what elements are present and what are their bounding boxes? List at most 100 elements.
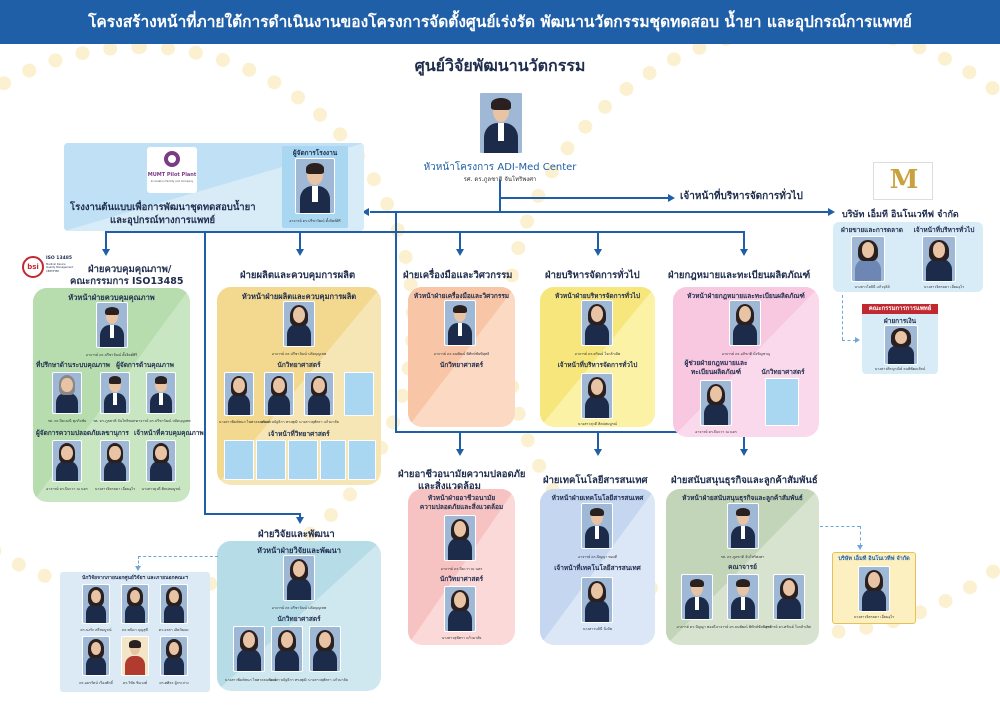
business-faculty-photo-2 (727, 574, 759, 620)
business-company-photo (858, 566, 890, 612)
production-officer-label: เจ้าหน้าที่วิทยาศาสตร์ (268, 430, 330, 438)
connector (204, 513, 300, 515)
business-faculty-name-1: อาจารย์ ดร.ปัญญา ทองดี (676, 625, 716, 629)
dotted-connector (138, 556, 218, 557)
dotted-arrow (855, 337, 860, 343)
safety-scientist-photo (444, 586, 476, 632)
rnd-external-name-1: ดร.นงรัก ศรีสมบูรณ์ (80, 628, 112, 632)
company-logo: M (873, 162, 933, 200)
qa-role-secretary: เลขานุการ (99, 429, 129, 437)
production-officer-slot-3 (288, 440, 318, 480)
it-head-photo (581, 503, 613, 549)
company-role-sales: ฝ่ายขายและการตลาด (841, 226, 903, 234)
business-faculty-label: คณาจารย์ (728, 563, 757, 571)
safety-heading-2: และสิ่งแวดล้อม (418, 481, 481, 492)
rnd-external-photo-6 (160, 636, 188, 676)
business-faculty-name-2: อาจารย์ ดร.ธนพัฒน์ พิทักษ์ชัยพิสุทธิ (716, 625, 772, 629)
production-officer-slot-2 (256, 440, 286, 480)
it-heading: ฝ่ายเทคโนโลยีสารสนเทศ (543, 475, 648, 486)
connector (299, 513, 301, 519)
company-title: บริษัท เอ็มที อินโนเวทีฟ จำกัด (842, 210, 959, 220)
safety-head-label-1: หัวหน้าฝ่ายอาชีวอนามัย (427, 494, 496, 502)
production-scientist-label: นักวิทยาศาสตร์ (277, 361, 321, 369)
legal-assistant-label-1: ผู้ช่วยฝ่ายกฎหมายและ (684, 359, 748, 367)
arrow-business (740, 449, 748, 456)
rnd-external-name-5: ดร.วิชัย ชินวงศ์ (122, 681, 148, 685)
qa-head-name: อาจารย์ ดร.ปรีชาวัฒน์ ตั้งจิตต์ศิริ (85, 353, 138, 357)
connector (499, 180, 501, 212)
company-sales-name: นางสาวโยธินี แก้วจุลิส์ (854, 285, 890, 289)
safety-head-label-2: ความปลอดภัยและสิ่งแวดล้อม (419, 503, 504, 511)
qa-safety-name: อาจารย์ ดร.ปิยะวา ณ นคร (46, 487, 88, 491)
pilot-manager-name: อาจารย์ ดร.ปรีชาวัฒน์ ตั้งจิตต์ศิริ (289, 219, 341, 223)
production-scientist-name-1: นางสาวพิมพ์ชนก ไพศาลธนพัฒน์ (219, 420, 271, 424)
admin-head-photo (581, 300, 613, 346)
rnd-external-name-4: ดร.อมรรัตน์ เรืองศักดิ์ (79, 681, 113, 685)
rnd-external-name-2: ดร.ชนิดา บุญสุขี (122, 628, 148, 632)
business-faculty-photo-3 (773, 574, 805, 620)
production-officer-slot-1 (224, 440, 254, 480)
business-faculty-name-3: อาจารย์ ดร.ศรัณย์ ใจกล้าเลิศ (765, 625, 811, 629)
tools-head-name: อาจารย์ ดร.ธนพัฒน์ พิทักษ์ชัยพิสุทธิ (433, 352, 490, 356)
connector (459, 431, 461, 451)
connector (105, 231, 107, 251)
rnd-scientist-photo-2 (271, 626, 303, 672)
production-head-photo (283, 301, 315, 347)
admin-officer-name: นางสาวสุวดี ศิลปสมบูรณ์ (577, 422, 618, 426)
company-role-admin: เจ้าหน้าที่บริหารทั่วไป (913, 226, 975, 234)
production-vacant-slot (344, 372, 374, 416)
business-heading: ฝ่ายสนับสนุนธุรกิจและลูกค้าสัมพันธ์ (671, 475, 818, 486)
it-officer-label: เจ้าหน้าที่เทคโนโลยีสารสนเทศ (554, 564, 641, 572)
general-admin-label: เจ้าหน้าที่บริหารจัดการทั่วไป (680, 191, 803, 202)
rnd-scientist-photo-1 (233, 626, 265, 672)
pilot-plant-name-2: และอุปกรณ์ทางการแพทย์ (110, 215, 216, 226)
legal-head-label: หัวหน้าฝ่ายกฎหมายและทะเบียนผลิตภัณฑ์ (687, 292, 805, 300)
legal-vacant-slot (765, 378, 799, 426)
dotted-connector (842, 295, 843, 340)
finance-photo (884, 325, 918, 365)
company-admin-photo (922, 236, 956, 282)
business-company-name: นางสาวจิตรลดา เอี่ยมอุไร (853, 615, 895, 619)
admin-officer-label: เจ้าหน้าที่บริหารจัดการทั่วไป (557, 361, 638, 369)
finance-label: ฝ่ายการเงิน (883, 317, 917, 325)
it-head-name: อาจารย์ ดร.ปัญญา ทองดี (577, 555, 618, 559)
arrow-production (296, 249, 304, 256)
dotted-connector (138, 556, 139, 568)
it-officer-photo (581, 577, 613, 623)
arrow-general-admin (668, 194, 675, 202)
connector (499, 197, 669, 199)
admin-head-name: อาจารย์ ดร.ศรัณย์ ใจกล้าเลิศ (574, 352, 621, 356)
dotted-arrow (857, 545, 863, 550)
connector (370, 211, 830, 213)
rnd-external-title: นักวิจัยจากภายนอกศูนย์วิจัยฯ และภายนอกคณ… (81, 575, 189, 581)
rnd-scientist-name-3: นางสาวสุพัตรา แก้วมาลัย (308, 678, 348, 682)
arrow-qa (102, 249, 110, 256)
it-head-label: หัวหน้าฝ่ายเทคโนโลยีสารสนเทศ (551, 494, 644, 502)
company-sales-photo (851, 236, 885, 282)
qa-secretary-photo (100, 440, 130, 482)
qa-role-officer: เจ้าหน้าที่ควบคุมคุณภาพ (134, 429, 204, 437)
tools-head-photo (444, 300, 476, 346)
arrow-rnd (296, 517, 304, 524)
qa-manager2-photo (146, 372, 176, 414)
business-head-photo (727, 503, 759, 549)
legal-assistant-name: อาจารย์ ดร.ปิยะวา ณ นคร (695, 430, 737, 434)
arrow-tools (456, 249, 464, 256)
production-head-name: อาจารย์ ดร.ปรีชาวัฒน์ ปลัดบุญเทพ (271, 352, 327, 356)
qa-role-manager: ผู้จัดการด้านคุณภาพ (116, 361, 174, 369)
qa-manager1-name: รศ. ดร.ภูลชาติ จันโทริพงศา (93, 419, 137, 423)
page-header: โครงสร้างหน้าที่ภายใต้การดำเนินงานของโคร… (0, 0, 1000, 44)
head-name: รศ. ดร.ภูลชาติ จันโทริพงศา (463, 176, 537, 183)
production-scientist-photo-2 (264, 372, 294, 416)
qa-secretary-name: นางสาวจิตรลดา เอี่ยมอุไร (94, 487, 136, 491)
pilot-plant-name-1: โรงงานต้นแบบเพื่อการพัฒนาชุดทดสอบน้ำยา (70, 202, 256, 213)
rnd-scientist-name-2: นางสาวณัฐธิกา ทรงพุฒิ (269, 678, 307, 682)
business-company-title: บริษัท เอ็มที อินโนเวทีฟ จำกัด (838, 556, 910, 562)
rnd-external-name-3: ดร.อรสา เลิศวัฒนะ (158, 628, 190, 632)
admin-heading: ฝ่ายบริหารจัดการทั่วไป (545, 270, 640, 281)
production-scientist-name-3: นางสาวสุพัตรา แก้วมาลัย (299, 420, 339, 424)
qa-heading-1: ฝ่ายควบคุมคุณภาพ/ (88, 264, 172, 275)
pilot-manager-photo (295, 158, 335, 214)
qa-safety-photo (52, 440, 82, 482)
tools-head-label: หัวหน้าฝ่ายเครื่องมือและวิศวกรรม (413, 292, 510, 300)
